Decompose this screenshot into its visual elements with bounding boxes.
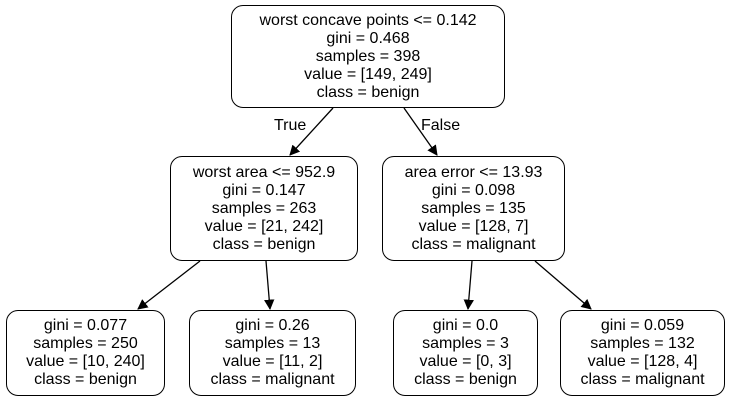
tree-leaf-1: gini = 0.077 samples = 250 value = [10, …: [6, 310, 165, 396]
tree-node-root: worst concave points <= 0.142 gini = 0.4…: [231, 5, 505, 108]
tree-node-right: area error <= 13.93 gini = 0.098 samples…: [382, 156, 565, 261]
node-gini: gini = 0.468: [326, 29, 410, 47]
node-class: class = malignant: [411, 235, 536, 253]
edge-root-to-left: [289, 107, 334, 156]
node-samples: samples = 135: [421, 199, 526, 217]
node-split-condition: worst concave points <= 0.142: [259, 11, 477, 29]
node-class: class = benign: [212, 235, 316, 253]
node-split-condition: worst area <= 952.9: [192, 163, 336, 181]
edge-root-to-right: [403, 107, 438, 156]
node-samples: samples = 263: [211, 199, 317, 217]
node-value: value = [128, 7]: [418, 217, 529, 235]
tree-leaf-2: gini = 0.26 samples = 13 value = [11, 2]…: [189, 310, 356, 396]
node-value: value = [149, 249]: [304, 65, 432, 83]
node-samples: samples = 398: [315, 47, 421, 65]
node-class: class = benign: [34, 371, 137, 388]
node-gini: gini = 0.0: [432, 317, 499, 334]
node-gini: gini = 0.26: [235, 317, 310, 334]
node-gini: gini = 0.098: [431, 181, 516, 199]
node-gini: gini = 0.059: [600, 317, 685, 334]
edge-n1-to-n4: [264, 260, 275, 311]
node-samples: samples = 250: [33, 335, 138, 352]
tree-leaf-3: gini = 0.0 samples = 3 value = [0, 3] cl…: [393, 310, 538, 396]
edge-n2-to-n5: [463, 260, 474, 311]
node-samples: samples = 13: [224, 335, 321, 352]
edge-label-true: True: [274, 117, 307, 134]
node-class: class = malignant: [210, 371, 335, 388]
edge-n2-to-n6: [534, 260, 592, 310]
node-samples: samples = 132: [590, 335, 695, 352]
node-value: value = [0, 3]: [419, 353, 512, 370]
node-value: value = [128, 4]: [587, 353, 698, 370]
node-value: value = [21, 242]: [204, 217, 324, 235]
edge-n1-to-n3: [137, 260, 201, 310]
node-gini: gini = 0.077: [43, 317, 128, 334]
node-class: class = malignant: [580, 371, 705, 388]
node-class: class = benign: [414, 371, 517, 388]
tree-node-left: worst area <= 952.9 gini = 0.147 samples…: [170, 156, 358, 261]
node-class: class = benign: [316, 83, 420, 101]
node-split-condition: area error <= 13.93: [404, 163, 543, 181]
node-samples: samples = 3: [422, 335, 509, 352]
tree-leaf-4: gini = 0.059 samples = 132 value = [128,…: [560, 310, 725, 396]
node-value: value = [11, 2]: [222, 353, 323, 370]
node-value: value = [10, 240]: [26, 353, 145, 370]
edge-label-false: False: [421, 117, 461, 134]
node-gini: gini = 0.147: [222, 181, 306, 199]
